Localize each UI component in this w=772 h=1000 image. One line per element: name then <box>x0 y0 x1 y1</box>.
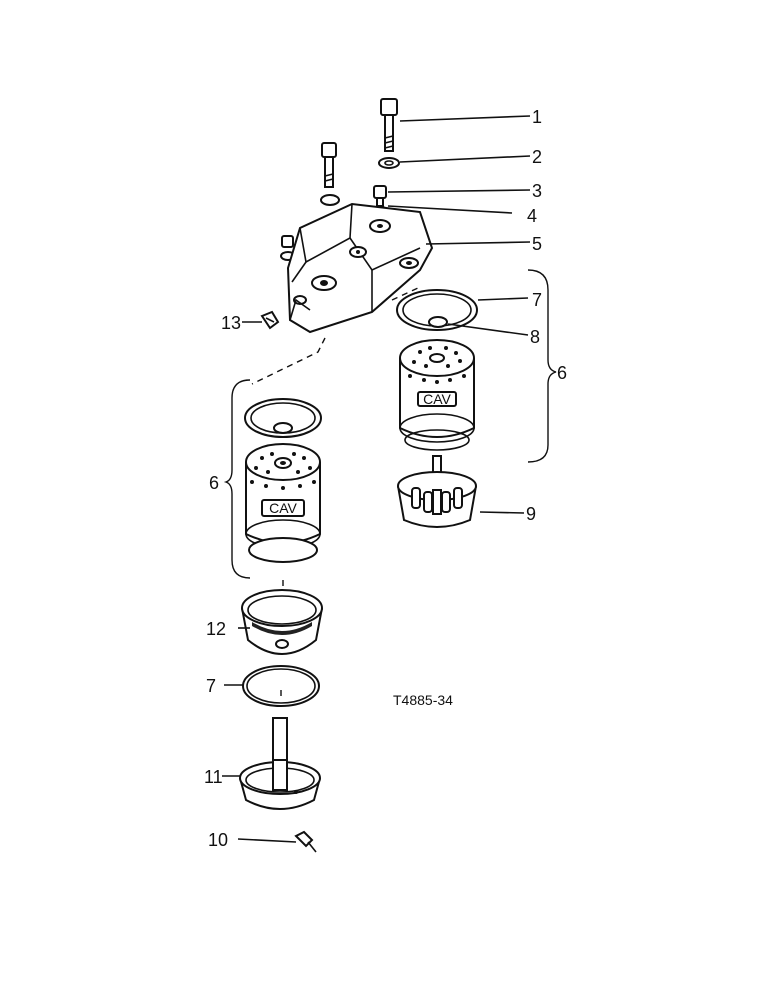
callout-8: 8 <box>530 327 540 347</box>
filter-element-left: CAV <box>245 443 321 563</box>
long-bolt-1 <box>380 98 398 152</box>
element-brand-left: CAV <box>269 500 297 516</box>
callout-5: 5 <box>532 234 542 254</box>
callout-4: 4 <box>527 206 537 226</box>
seal-ring-7-top <box>396 289 478 331</box>
seal-8 <box>428 316 448 328</box>
callout-11: 11 <box>204 767 223 787</box>
callout-6-right: 6 <box>557 363 567 383</box>
callout-6-left: 6 <box>209 473 219 493</box>
bracket-right-6 <box>527 269 557 463</box>
element-top-disc-left <box>244 398 322 438</box>
callout-12: 12 <box>206 619 226 639</box>
bleed-screw-13 <box>260 310 280 330</box>
filter-head-5 <box>286 202 434 334</box>
short-bolt-left <box>320 142 340 206</box>
callout-1: 1 <box>532 107 542 127</box>
sediment-bowl-12 <box>241 589 323 655</box>
leader-lines <box>222 115 531 843</box>
figure-id: T4885-34 <box>393 692 453 708</box>
callout-10: 10 <box>208 830 228 850</box>
drain-plug-10 <box>294 830 317 853</box>
centerline-left <box>251 337 326 385</box>
callout-3: 3 <box>532 181 542 201</box>
callout-7-bottom: 7 <box>206 676 216 696</box>
bracket-left-6 <box>223 379 251 579</box>
drain-base-11 <box>239 717 321 810</box>
callout-7-top: 7 <box>532 290 542 310</box>
seal-ring-7-bottom <box>242 665 320 707</box>
callout-9: 9 <box>526 504 536 524</box>
washer-2 <box>378 157 400 169</box>
centerline-right <box>391 287 419 301</box>
callout-2: 2 <box>532 147 542 167</box>
base-plate-9 <box>397 455 477 528</box>
callout-13: 13 <box>221 313 241 333</box>
filter-element-right: CAV <box>399 339 475 451</box>
element-brand-right: CAV <box>423 391 451 407</box>
